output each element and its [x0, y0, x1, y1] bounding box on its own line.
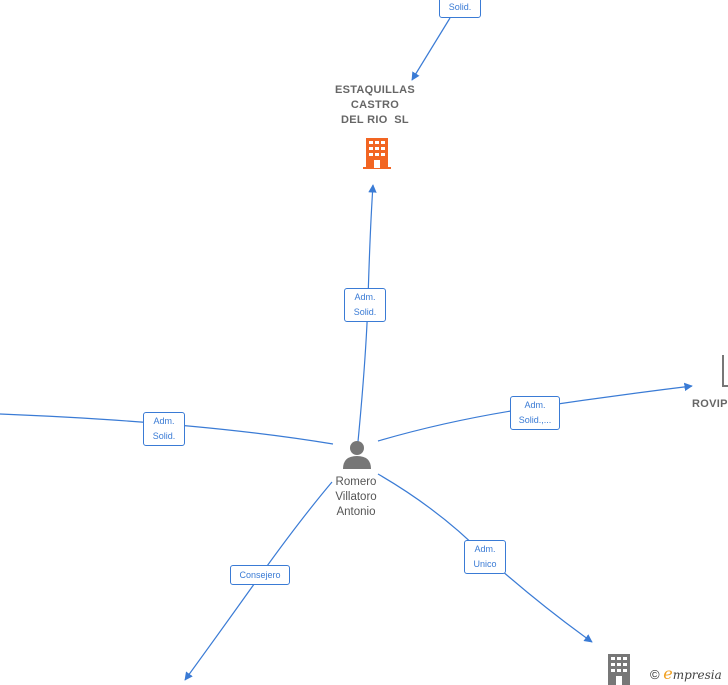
edge-label-top-offscreen[interactable]: Solid.	[439, 0, 481, 18]
company-top-name[interactable]: ESTAQUILLAS CASTRO DEL RIO SL	[334, 84, 416, 126]
brand-initial: e	[663, 664, 673, 683]
edge-label-right[interactable]: Adm. Solid.,...	[510, 396, 560, 430]
person-name[interactable]: Romero Villatoro Antonio	[335, 476, 377, 518]
edge-label-to-company-top[interactable]: Adm. Solid.	[344, 288, 386, 322]
edge-label-bottom-left[interactable]: Consejero	[230, 565, 290, 585]
brand-name: mpresia	[672, 668, 722, 682]
building-icon[interactable]	[361, 136, 393, 170]
company-right-name[interactable]: ROVIPI	[692, 398, 728, 410]
copyright-icon: ©	[650, 667, 660, 682]
edge-label-left[interactable]: Adm. Solid.	[143, 412, 185, 446]
edge-top-offscreen	[411, 17, 451, 81]
building-icon[interactable]	[718, 355, 728, 389]
brand-watermark: © empresia	[650, 664, 722, 683]
person-icon[interactable]	[342, 439, 372, 469]
edge-label-bottom-right[interactable]: Adm. Unico	[464, 540, 506, 574]
building-icon[interactable]	[603, 652, 635, 685]
